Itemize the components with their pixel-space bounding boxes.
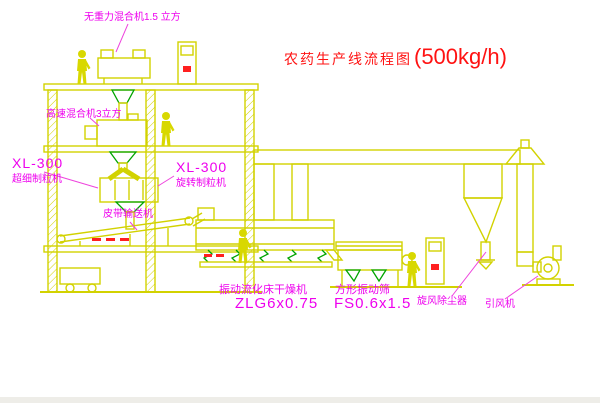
label-dryer-model: ZLG6x0.75 xyxy=(235,295,319,312)
title-text: 农药生产线流程图 xyxy=(284,51,412,67)
label-sieve-model: FS0.6x1.5 xyxy=(334,295,412,312)
label-cyclone: 旋风除尘器 xyxy=(417,296,467,307)
exhaust-duct xyxy=(253,149,521,165)
label-gravity-mixer: 无重力混合机1.5 立方 xyxy=(84,12,181,23)
bottom-edge xyxy=(0,397,600,403)
vibrating-sieve xyxy=(330,241,462,288)
induced-draft-fan xyxy=(522,245,574,286)
belt-conveyor xyxy=(56,212,206,246)
label-granulator-mid-model: XL-300 xyxy=(176,159,228,175)
label-granulator-left-name: 超细制粒机 xyxy=(12,174,62,185)
red-markers xyxy=(92,238,224,257)
fluid-bed-dryer xyxy=(195,163,344,268)
label-fan: 引风机 xyxy=(485,299,515,310)
leader-lines xyxy=(43,23,539,300)
control-cabinet-upper xyxy=(177,41,197,85)
label-granulator-left-model: XL-300 xyxy=(12,155,64,171)
label-high-speed-mixer: 高速混合机3立方 xyxy=(46,109,122,120)
label-belt-conveyor: 皮带输送机 xyxy=(103,209,153,220)
diagram-title: 农药生产线流程图 (500kg/h) xyxy=(284,44,507,70)
granulator xyxy=(99,177,159,230)
structure-frame xyxy=(40,83,262,293)
exhaust-stack xyxy=(504,139,546,267)
worker-top-deck xyxy=(77,50,91,84)
control-cabinet-lower xyxy=(425,237,445,285)
cyclone-dust-collector xyxy=(462,163,503,271)
label-sieve-name: 方形振动筛 xyxy=(335,284,390,296)
title-capacity: (500kg/h) xyxy=(414,44,507,69)
worker-second-level xyxy=(161,112,175,146)
label-granulator-mid-name: 旋转制粒机 xyxy=(176,178,226,189)
trolley xyxy=(59,267,101,293)
label-dryer-name: 振动流化床干燥机 xyxy=(219,284,307,296)
worker-sieve xyxy=(407,252,421,286)
